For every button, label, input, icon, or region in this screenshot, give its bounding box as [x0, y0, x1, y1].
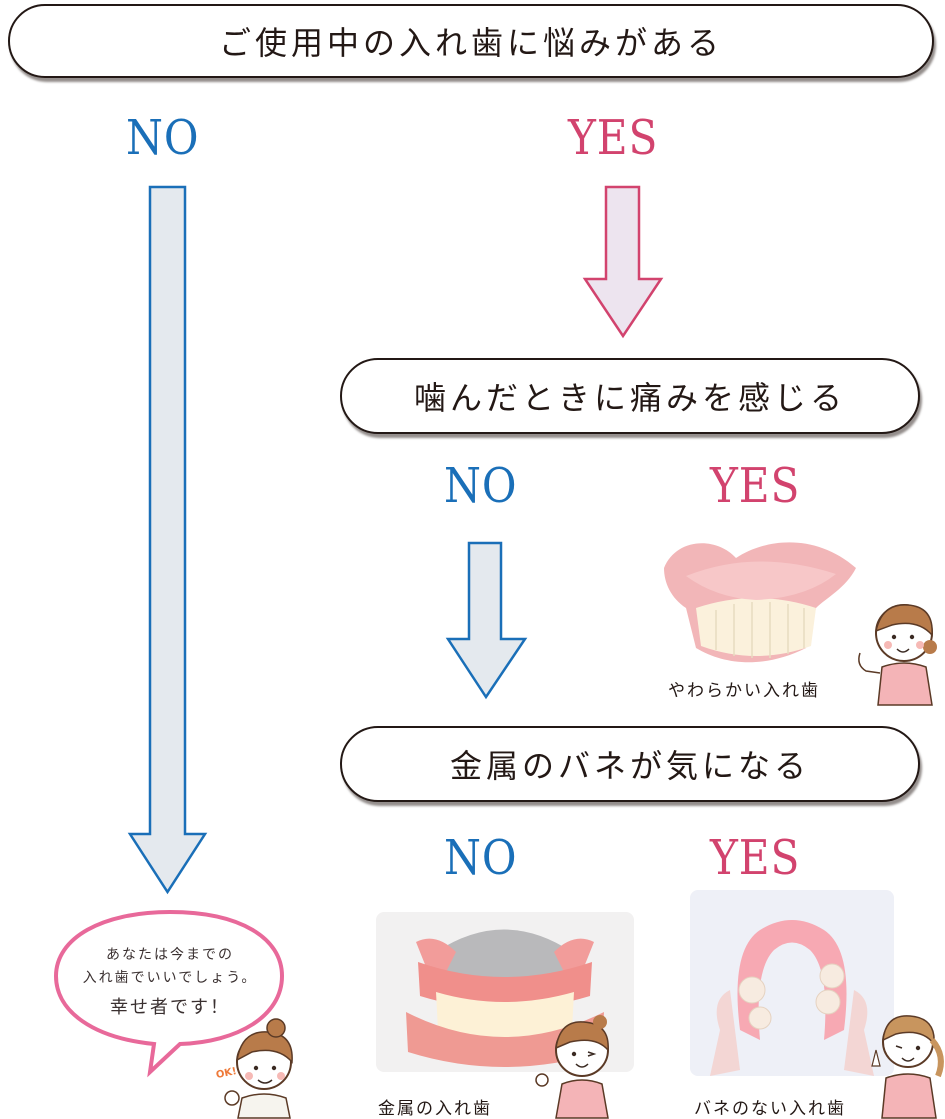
soft-denture-caption: やわらかい入れ歯 [668, 681, 820, 701]
springless-denture-caption: バネのない入れ歯 [694, 1099, 846, 1119]
question-1-box: ご使用中の入れ歯に悩みがある [8, 4, 934, 78]
springless-denture-photo [690, 890, 894, 1076]
bubble-line-3: 幸せ者です！ [110, 997, 230, 1018]
bubble-line-2: 入れ歯でいいでしょう。 [82, 970, 258, 986]
nurse-illustration-ok-icon [224, 1018, 293, 1119]
question-3-box: 金属のバネが気になる [340, 726, 920, 802]
question-3-label: 金属のバネが気になる [449, 747, 810, 785]
q2-no-arrow-icon [445, 541, 528, 700]
q1-no-arrow-icon [127, 185, 208, 895]
q2-no-label: NO [444, 458, 518, 514]
nurse-illustration-icon [858, 604, 937, 706]
bubble-line-1: あなたは今までの [106, 947, 234, 963]
question-2-label: 噛んだときに痛みを感じる [413, 379, 846, 417]
metal-denture-caption: 金属の入れ歯 [378, 1099, 492, 1119]
nurse-illustration-pointing-icon [871, 1015, 944, 1119]
question-1-label: ご使用中の入れ歯に悩みがある [218, 24, 723, 62]
soft-denture-photo [656, 528, 862, 668]
q3-no-label: NO [444, 830, 518, 886]
nurse-illustration-wink-icon [535, 1015, 609, 1119]
question-2-box: 噛んだときに痛みを感じる [340, 358, 920, 434]
q2-yes-label: YES [710, 458, 801, 514]
speech-bubble-icon [53, 909, 285, 1078]
q1-yes-arrow-icon [582, 185, 664, 339]
q1-no-label: NO [126, 110, 200, 166]
bubble-message: あなたは今までの 入れ歯でいいでしょう。 幸せ者です！ [70, 944, 270, 1019]
q3-yes-label: YES [710, 830, 801, 886]
q1-yes-label: YES [568, 110, 659, 166]
metal-denture-photo [376, 912, 634, 1072]
